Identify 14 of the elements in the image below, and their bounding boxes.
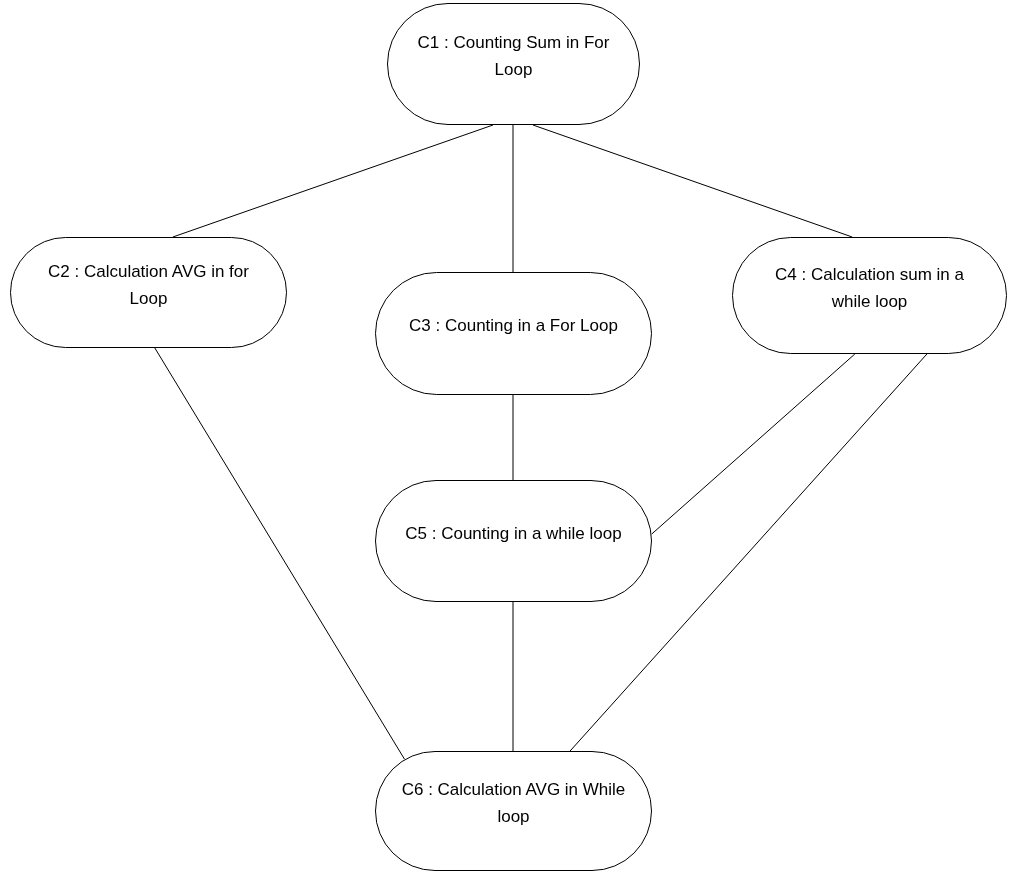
node-label: C5 : Counting in a while loop [405,522,622,545]
node-label: C4 : Calculation sum in a while loop [774,263,965,313]
connector-line [512,601,514,752]
connector-line [172,124,494,238]
connector-line [651,353,856,535]
connector-line [512,124,514,273]
node-label: C6 : Calculation AVG in While loop [400,779,627,828]
node-label: C1 : Counting Sum in For Loop [416,32,611,81]
connector-line [569,353,928,752]
connector-line [154,347,406,760]
node-label: C2 : Calculation AVG in for Loop [47,260,250,310]
connector-line [512,394,514,481]
connector-line [532,124,853,238]
node-label: C3 : Counting in a For Loop [409,315,618,337]
